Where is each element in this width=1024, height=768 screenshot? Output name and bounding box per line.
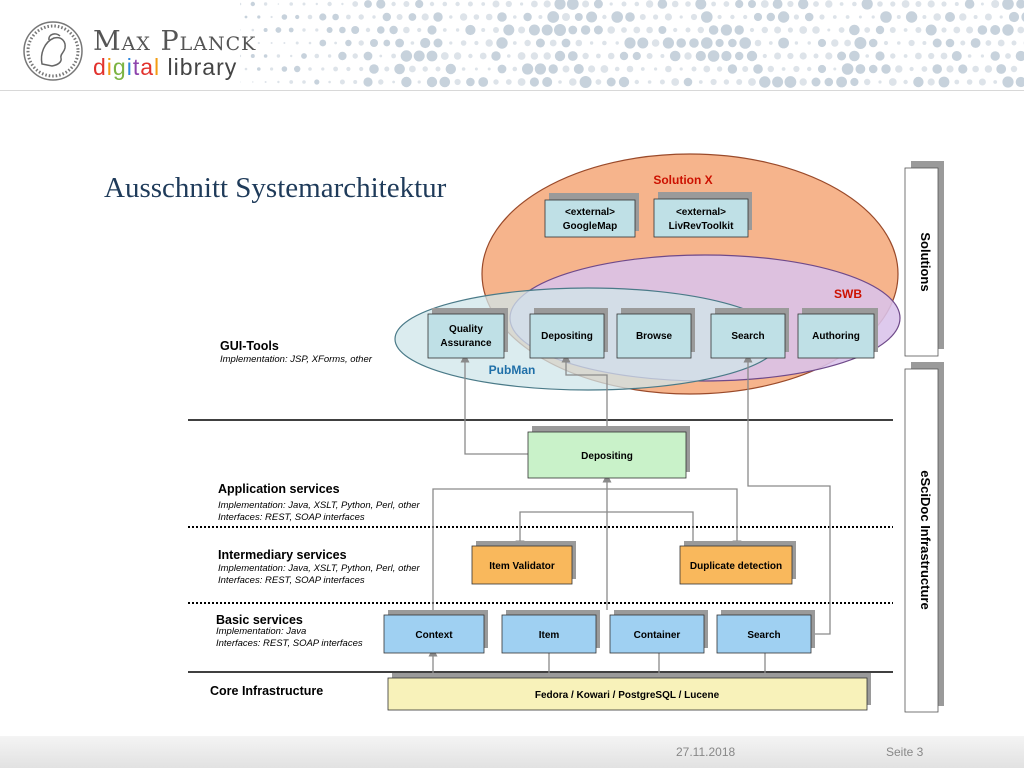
box-googlemap: <external> GoogleMap	[544, 193, 639, 238]
footer-date: 27.11.2018	[676, 745, 736, 759]
box-app-depositing: Depositing	[527, 426, 690, 479]
layer-core-title: Core Infrastructure	[210, 684, 324, 698]
logo-text-max-planck: Max Planck	[93, 26, 257, 57]
layer-application-impl: Implementation: Java, XSLT, Python, Perl…	[218, 500, 420, 511]
decorative-dot-pattern	[240, 0, 1024, 88]
solution-x-label: Solution X	[653, 173, 712, 187]
connector-basic-core	[433, 652, 765, 680]
connector-gui-app-depositing	[561, 353, 608, 430]
layer-gui-impl: Implementation: JSP, XForms, other	[220, 354, 372, 365]
layer-intermediary-title: Intermediary services	[218, 548, 347, 562]
googlemap-line2: GoogleMap	[563, 221, 617, 232]
connector-search-basic-search	[743, 353, 831, 635]
layer-intermediary-interfaces: Interfaces: REST, SOAP interfaces	[218, 575, 365, 586]
container-label: Container	[634, 630, 681, 641]
layer-basic-interfaces: Interfaces: REST, SOAP interfaces	[216, 638, 363, 649]
slide-title: Ausschnitt Systemarchitektur	[104, 172, 447, 204]
minerva-logo-icon	[23, 21, 83, 81]
footer-page-number: Seite 3	[886, 745, 924, 759]
box-item-validator: Item Validator	[471, 541, 576, 585]
footer-bar	[0, 736, 1024, 768]
box-authoring: Authoring	[797, 308, 878, 359]
box-browse: Browse	[616, 308, 695, 359]
duplicate-detection-label: Duplicate detection	[690, 561, 782, 572]
item-label: Item	[539, 630, 560, 641]
qa-line2: Assurance	[440, 338, 492, 349]
logo-text-digital-library: digital library	[93, 54, 237, 81]
panel-solutions	[904, 161, 944, 357]
box-basic-search: Search	[716, 610, 815, 654]
box-livrevtoolkit: <external> LivRevToolkit	[653, 192, 752, 238]
swb-label: SWB	[834, 287, 862, 301]
box-context: Context	[383, 610, 488, 654]
panel-escidoc	[904, 362, 944, 713]
header-bar	[0, 0, 1024, 91]
box-container: Container	[609, 610, 708, 654]
livrevtoolkit-line2: LivRevToolkit	[669, 221, 734, 232]
pubman-label: PubMan	[489, 363, 536, 377]
box-duplicate-detection: Duplicate detection	[679, 541, 796, 585]
layer-basic-title: Basic services	[216, 613, 303, 627]
logo-text-digital: digital library	[93, 54, 238, 80]
googlemap-line1: <external>	[565, 207, 615, 218]
layer-application-title: Application services	[218, 482, 340, 496]
connector-validator-duplicate	[515, 511, 694, 550]
qa-line1: Quality	[449, 324, 483, 335]
authoring-label: Authoring	[812, 331, 860, 342]
browse-label: Browse	[636, 331, 673, 342]
gui-depositing-label: Depositing	[541, 331, 593, 342]
box-gui-search: Search	[710, 308, 789, 359]
layer-gui-title: GUI-Tools	[220, 339, 279, 353]
item-validator-label: Item Validator	[489, 561, 555, 572]
solutions-label: Solutions	[918, 232, 933, 291]
box-gui-depositing: Depositing	[529, 308, 608, 359]
connectors	[432, 353, 831, 680]
connector-context-duplicate	[432, 488, 742, 613]
layer-intermediary-impl: Implementation: Java, XSLT, Python, Perl…	[218, 563, 420, 574]
layer-basic-impl: Implementation: Java	[216, 626, 307, 637]
box-item: Item	[501, 610, 600, 654]
app-depositing-label: Depositing	[581, 451, 633, 462]
core-store-label: Fedora / Kowari / PostgreSQL / Lucene	[535, 690, 720, 701]
box-quality-assurance: Quality Assurance	[427, 308, 508, 359]
box-core-store: Fedora / Kowari / PostgreSQL / Lucene	[387, 673, 871, 711]
layer-application-interfaces: Interfaces: REST, SOAP interfaces	[218, 512, 365, 523]
livrevtoolkit-line1: <external>	[676, 207, 726, 218]
context-label: Context	[415, 630, 453, 641]
connector-qa-depositing	[460, 353, 528, 455]
basic-search-label: Search	[747, 630, 780, 641]
gui-search-label: Search	[731, 331, 764, 342]
escidoc-label: eSciDoc Infrastructure	[918, 470, 933, 609]
